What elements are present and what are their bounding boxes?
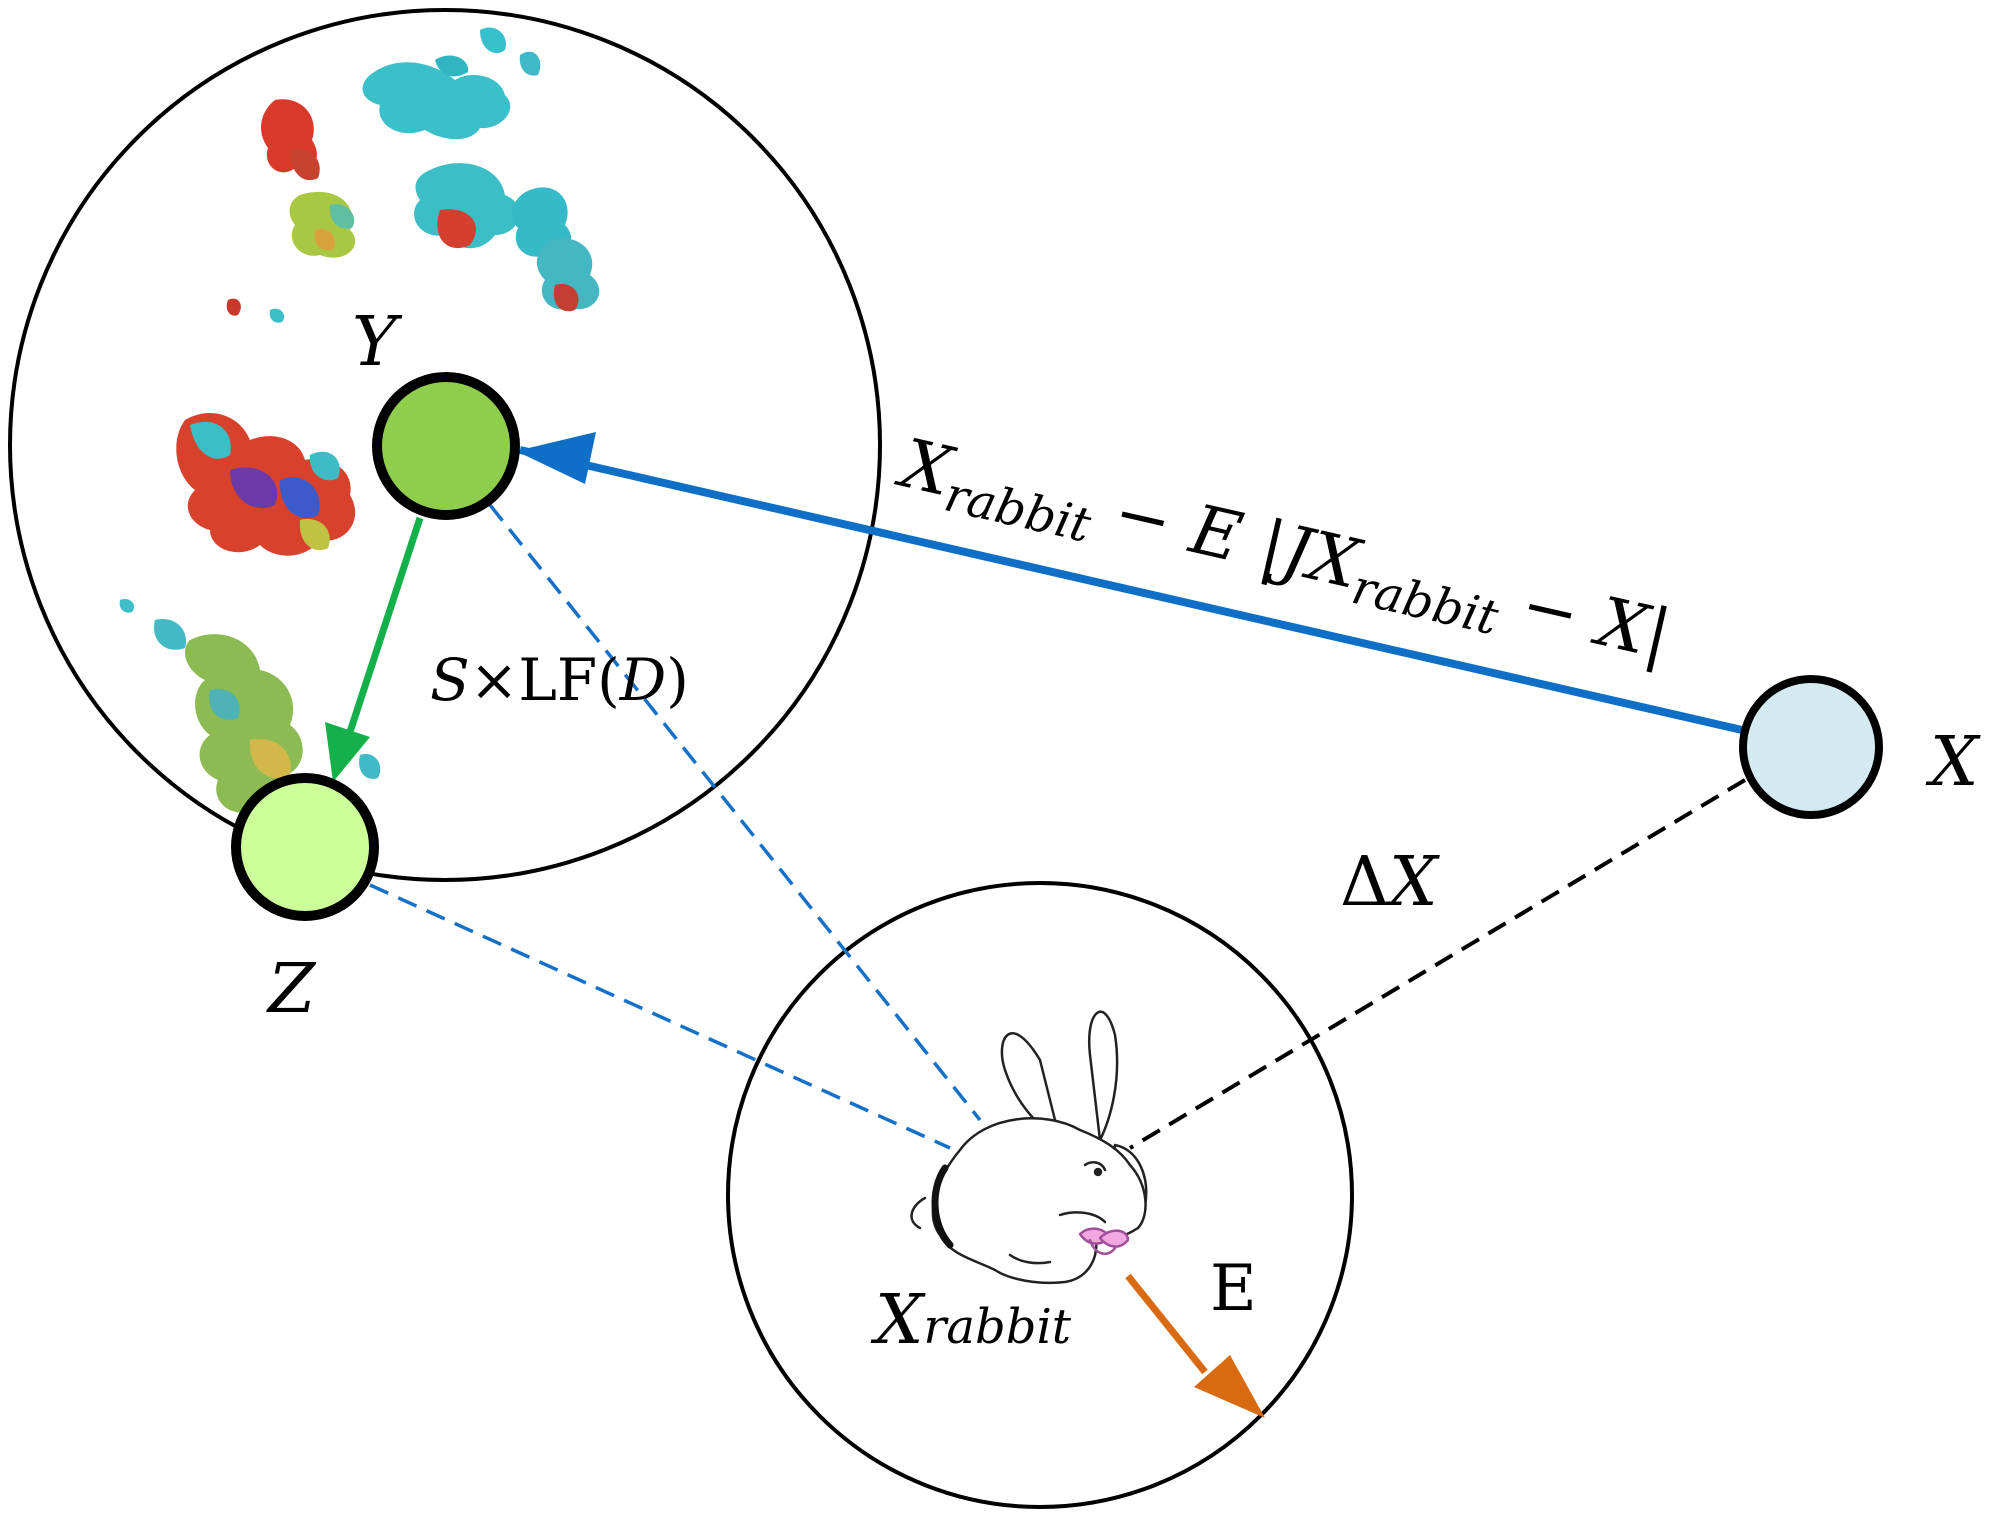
node-z xyxy=(231,773,379,921)
green-arrow xyxy=(345,516,424,737)
label-update-equation: Xrabbit − E |JXrabbit − X| xyxy=(887,423,1677,684)
dashed-line-z-to-rabbit xyxy=(369,883,951,1150)
rabbit-circle xyxy=(726,881,1354,1509)
label-delta-x: ΔX xyxy=(1340,843,1440,922)
label-x-rabbit: Xrabbit xyxy=(870,1281,1072,1360)
blue-arrow xyxy=(519,446,1743,734)
green-arrow-head xyxy=(325,722,370,782)
label-levy-flight: S×LF(D) xyxy=(430,646,689,714)
label-energy: E xyxy=(1210,1252,1257,1326)
label-x: X xyxy=(1925,723,1981,802)
orange-arrow-head xyxy=(1194,1355,1265,1418)
dashed-line-y-to-rabbit xyxy=(488,503,982,1122)
rabbit-icon xyxy=(910,1010,1148,1285)
orange-arrow xyxy=(1125,1273,1208,1375)
label-z: Z xyxy=(266,950,317,1029)
node-y xyxy=(372,372,520,520)
exploration-circle xyxy=(8,8,882,882)
blue-arrow-head xyxy=(516,432,596,484)
paint-splatter-cluster xyxy=(119,27,600,813)
dashed-line-x-to-rabbit xyxy=(1128,778,1747,1150)
node-x xyxy=(1739,675,1883,819)
label-y: Y xyxy=(352,303,403,382)
